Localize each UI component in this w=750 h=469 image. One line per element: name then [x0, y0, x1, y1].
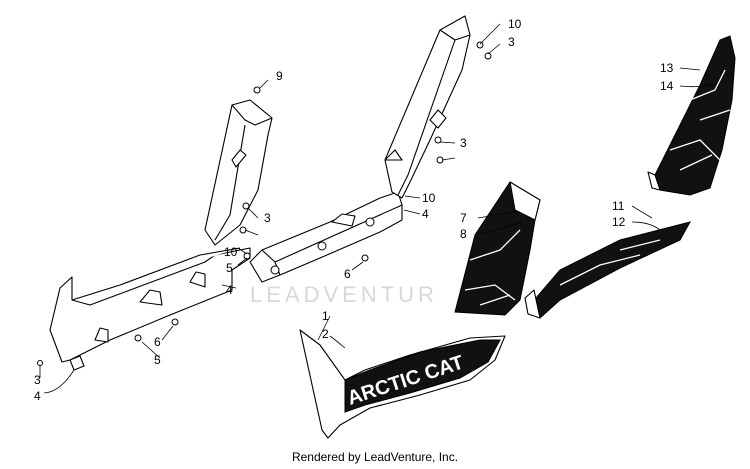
nut-5	[243, 252, 251, 260]
screw-3-front	[37, 360, 43, 366]
callout-2: 2	[322, 327, 329, 341]
nut-5-left	[134, 334, 142, 342]
watermark: LEADVENTUR	[250, 282, 438, 307]
callout-9: 9	[276, 69, 283, 83]
left-front-pillar	[204, 99, 273, 246]
callout-7: 7	[460, 211, 467, 225]
callout-6: 6	[154, 335, 161, 349]
front-decal: ARCTIC CAT	[299, 329, 506, 439]
screw-9	[253, 86, 261, 94]
nut-3-top	[484, 52, 492, 60]
screw-10-top	[476, 41, 484, 49]
callout-6: 6	[344, 267, 351, 281]
screw-3-left	[242, 202, 250, 210]
callout-3: 3	[34, 373, 41, 387]
callout-3: 3	[460, 136, 467, 150]
callouts: 9 10 3 13 14 3 3 10 4 7 8 11 12 10 5 4 6…	[34, 17, 674, 403]
callout-10: 10	[224, 245, 238, 259]
callout-5: 5	[226, 261, 233, 275]
left-rocker-panel	[49, 247, 251, 371]
callout-10: 10	[508, 17, 522, 31]
middle-decal	[454, 181, 541, 316]
callout-4: 4	[422, 207, 429, 221]
callout-4: 4	[34, 389, 41, 403]
screw-3-rear-a	[434, 136, 442, 144]
middle-rocker-panel	[249, 191, 403, 283]
callout-14: 14	[660, 79, 674, 93]
callout-12: 12	[612, 215, 626, 229]
callout-1: 1	[322, 309, 329, 323]
upper-right-decal	[647, 35, 736, 196]
callout-8: 8	[460, 227, 467, 241]
callout-13: 13	[660, 61, 674, 75]
nut-6-left	[171, 318, 179, 326]
render-credit: Rendered by LeadVenture, Inc.	[291, 450, 459, 464]
rear-pillar	[384, 15, 471, 199]
callout-11: 11	[612, 199, 625, 213]
hardware	[37, 41, 492, 366]
leader-lines	[39, 23, 713, 394]
rocker-decal	[524, 221, 692, 319]
nut-6-middle	[361, 254, 369, 262]
callout-3: 3	[508, 35, 515, 49]
callout-5: 5	[154, 353, 161, 367]
callout-4: 4	[226, 283, 233, 297]
callout-10: 10	[422, 191, 436, 205]
callout-3: 3	[264, 211, 271, 225]
